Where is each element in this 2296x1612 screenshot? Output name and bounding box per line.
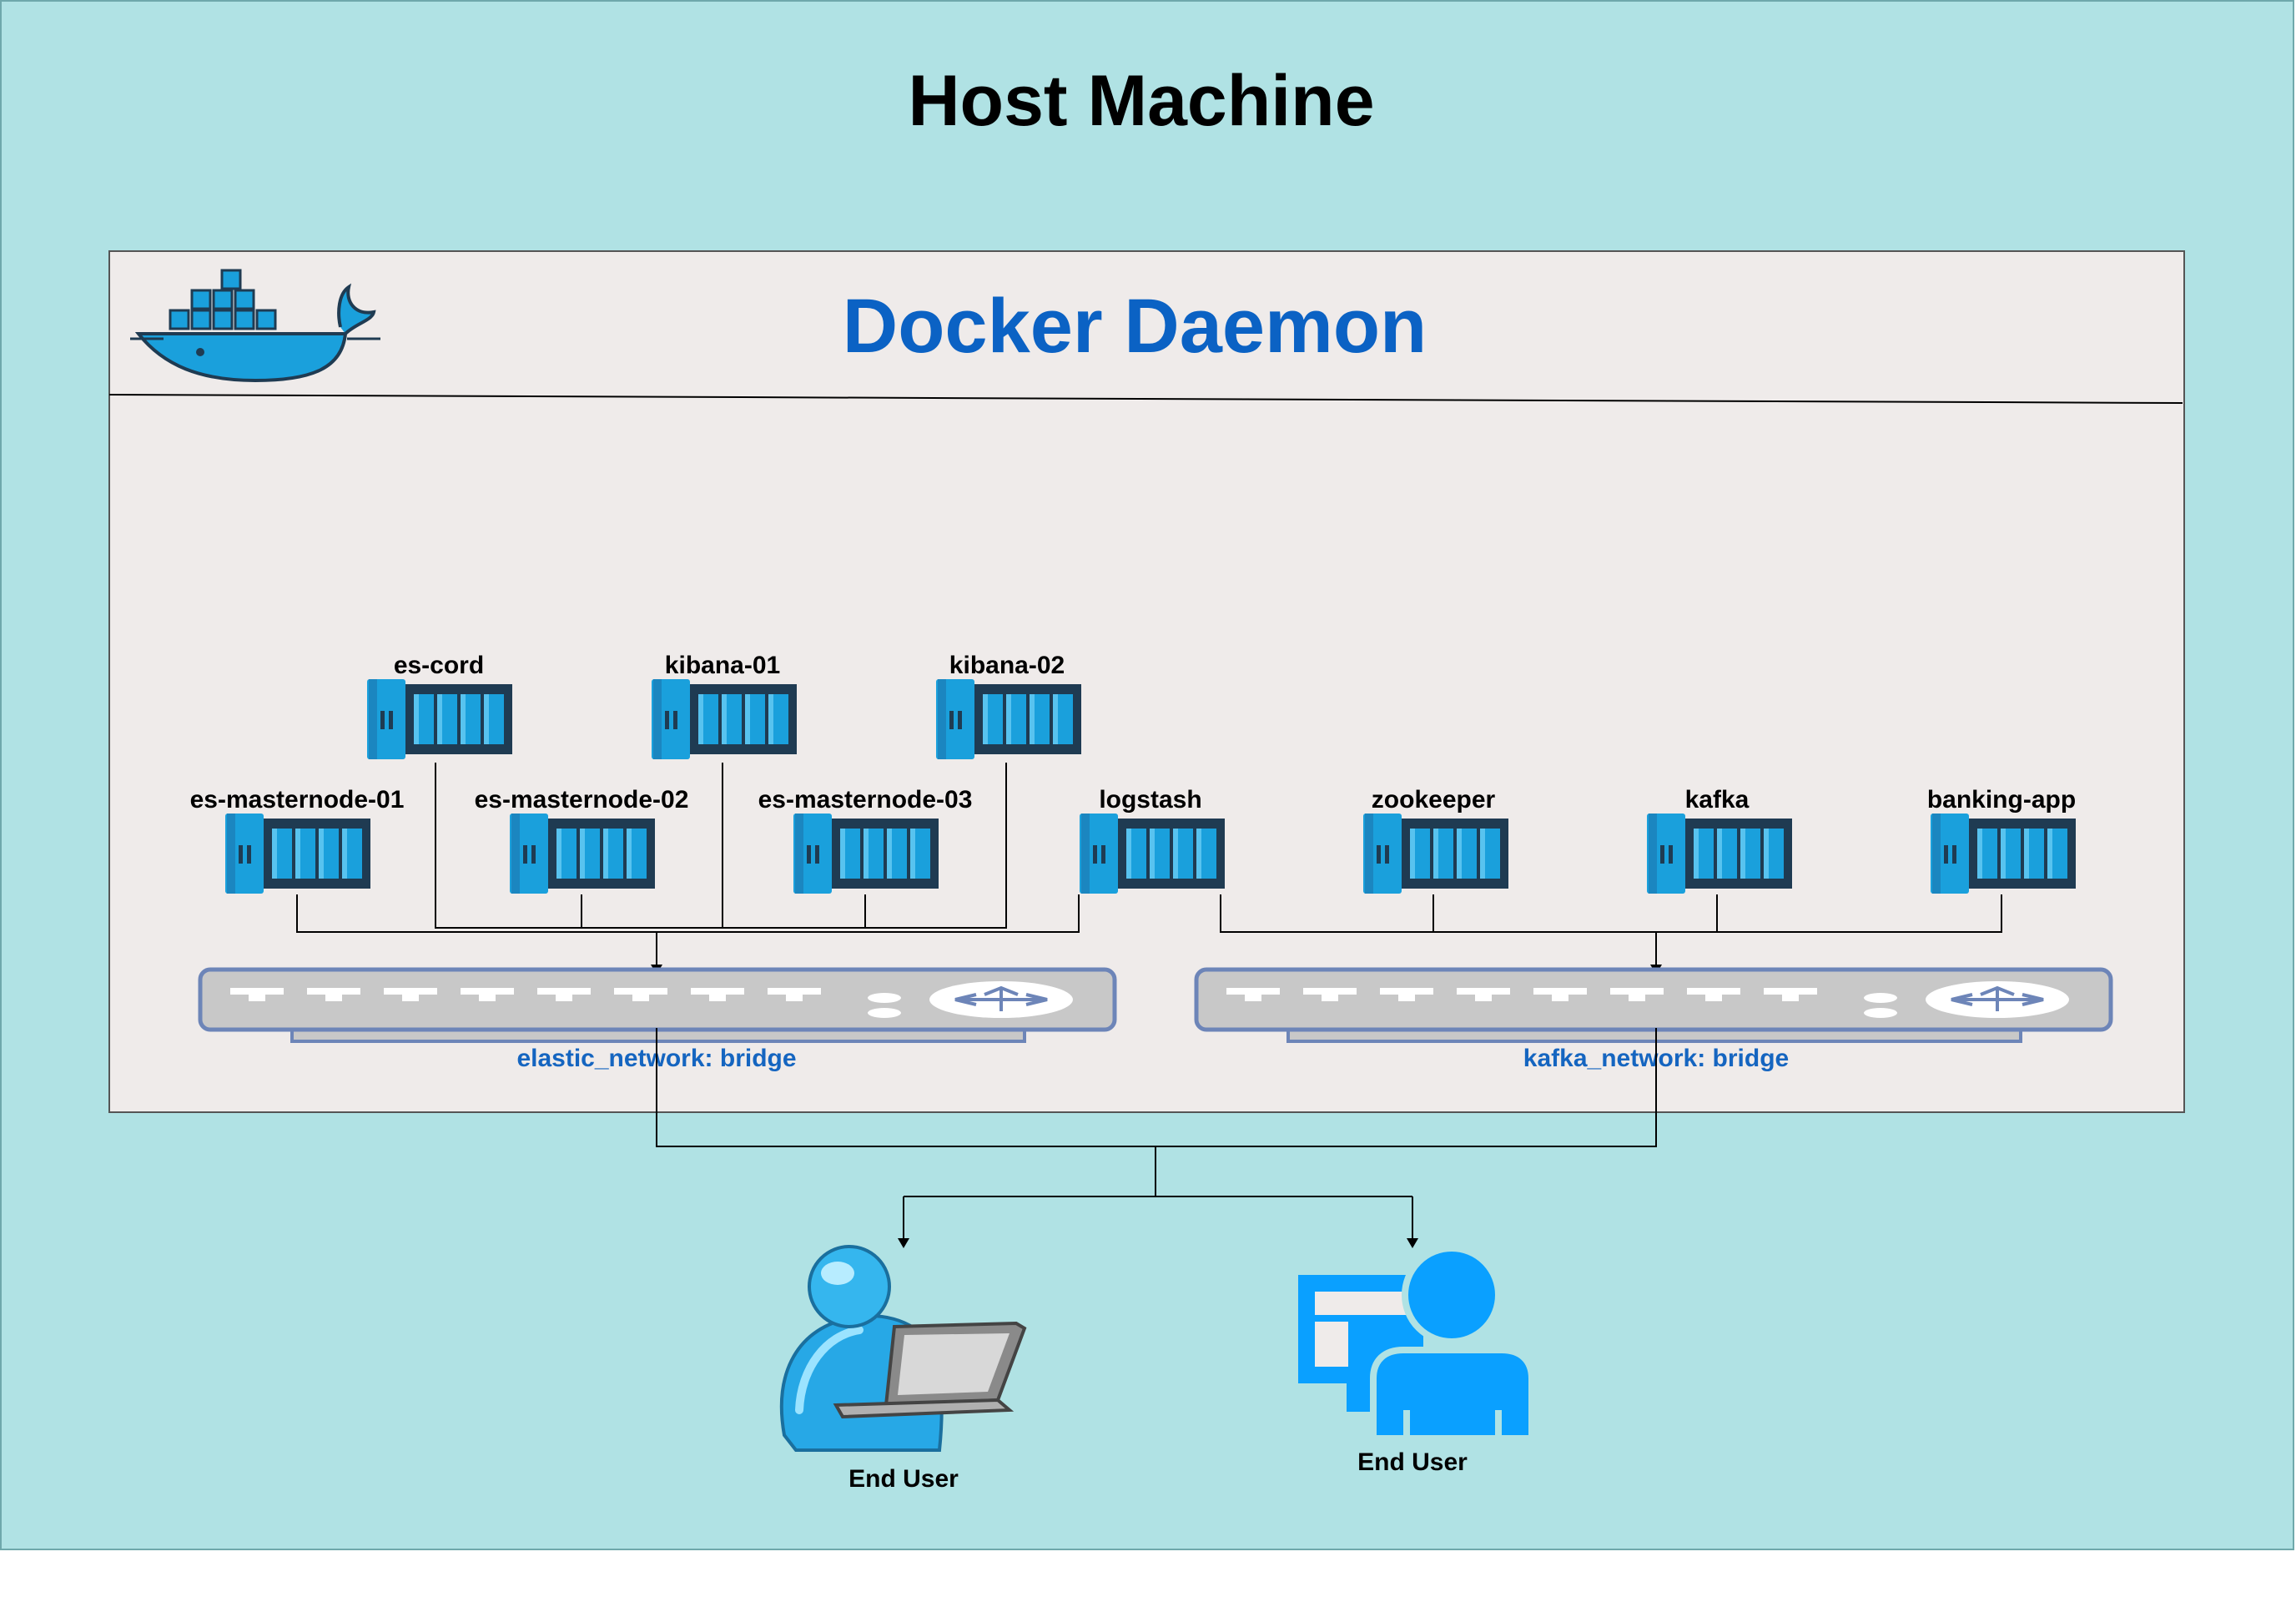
laptop-user-arrowhead [898,1238,909,1248]
desktop-user-icon [1298,1245,1535,1442]
banking-app-container-icon [1931,814,2076,894]
kafka-label: kafka [1685,786,1750,814]
kibana-01-label: kibana-01 [665,652,780,679]
es-masternode-01-label: es-masternode-01 [190,786,405,814]
laptop-user-label: End User [848,1465,959,1493]
host-machine-title: Host Machine [908,61,1374,141]
es-cord-container-icon [367,679,512,759]
docker-whale-icon [130,269,380,383]
es-cord-label: es-cord [394,652,484,679]
es-masternode-03-container-icon [793,814,939,894]
kafka-network-links [1220,894,2002,968]
logstash-container-icon [1080,814,1225,894]
laptop-user-icon [779,1245,1027,1452]
banking-app-label: banking-app [1927,786,2076,814]
end-user-links [656,1028,1657,1240]
es-masternode-02-label: es-masternode-02 [475,786,689,814]
kibana-02-container-icon [936,679,1081,759]
zookeeper-container-icon [1363,814,1508,894]
kibana-01-container-icon [652,679,797,759]
es-masternode-02-container-icon [510,814,655,894]
kafka-container-icon [1647,814,1792,894]
docker-daemon-title: Docker Daemon [843,284,1427,369]
desktop-user-label: End User [1357,1448,1468,1476]
es-masternode-01-container-icon [225,814,370,894]
daemon-header-divider [108,394,2183,404]
kafka-network-switch [1196,970,2111,1041]
zookeeper-label: zookeeper [1372,786,1496,814]
kibana-02-label: kibana-02 [949,652,1065,679]
elastic-network-links [296,763,1080,968]
logstash-label: logstash [1099,786,1201,814]
es-masternode-03-label: es-masternode-03 [758,786,973,814]
desktop-user-arrowhead [1407,1238,1418,1248]
